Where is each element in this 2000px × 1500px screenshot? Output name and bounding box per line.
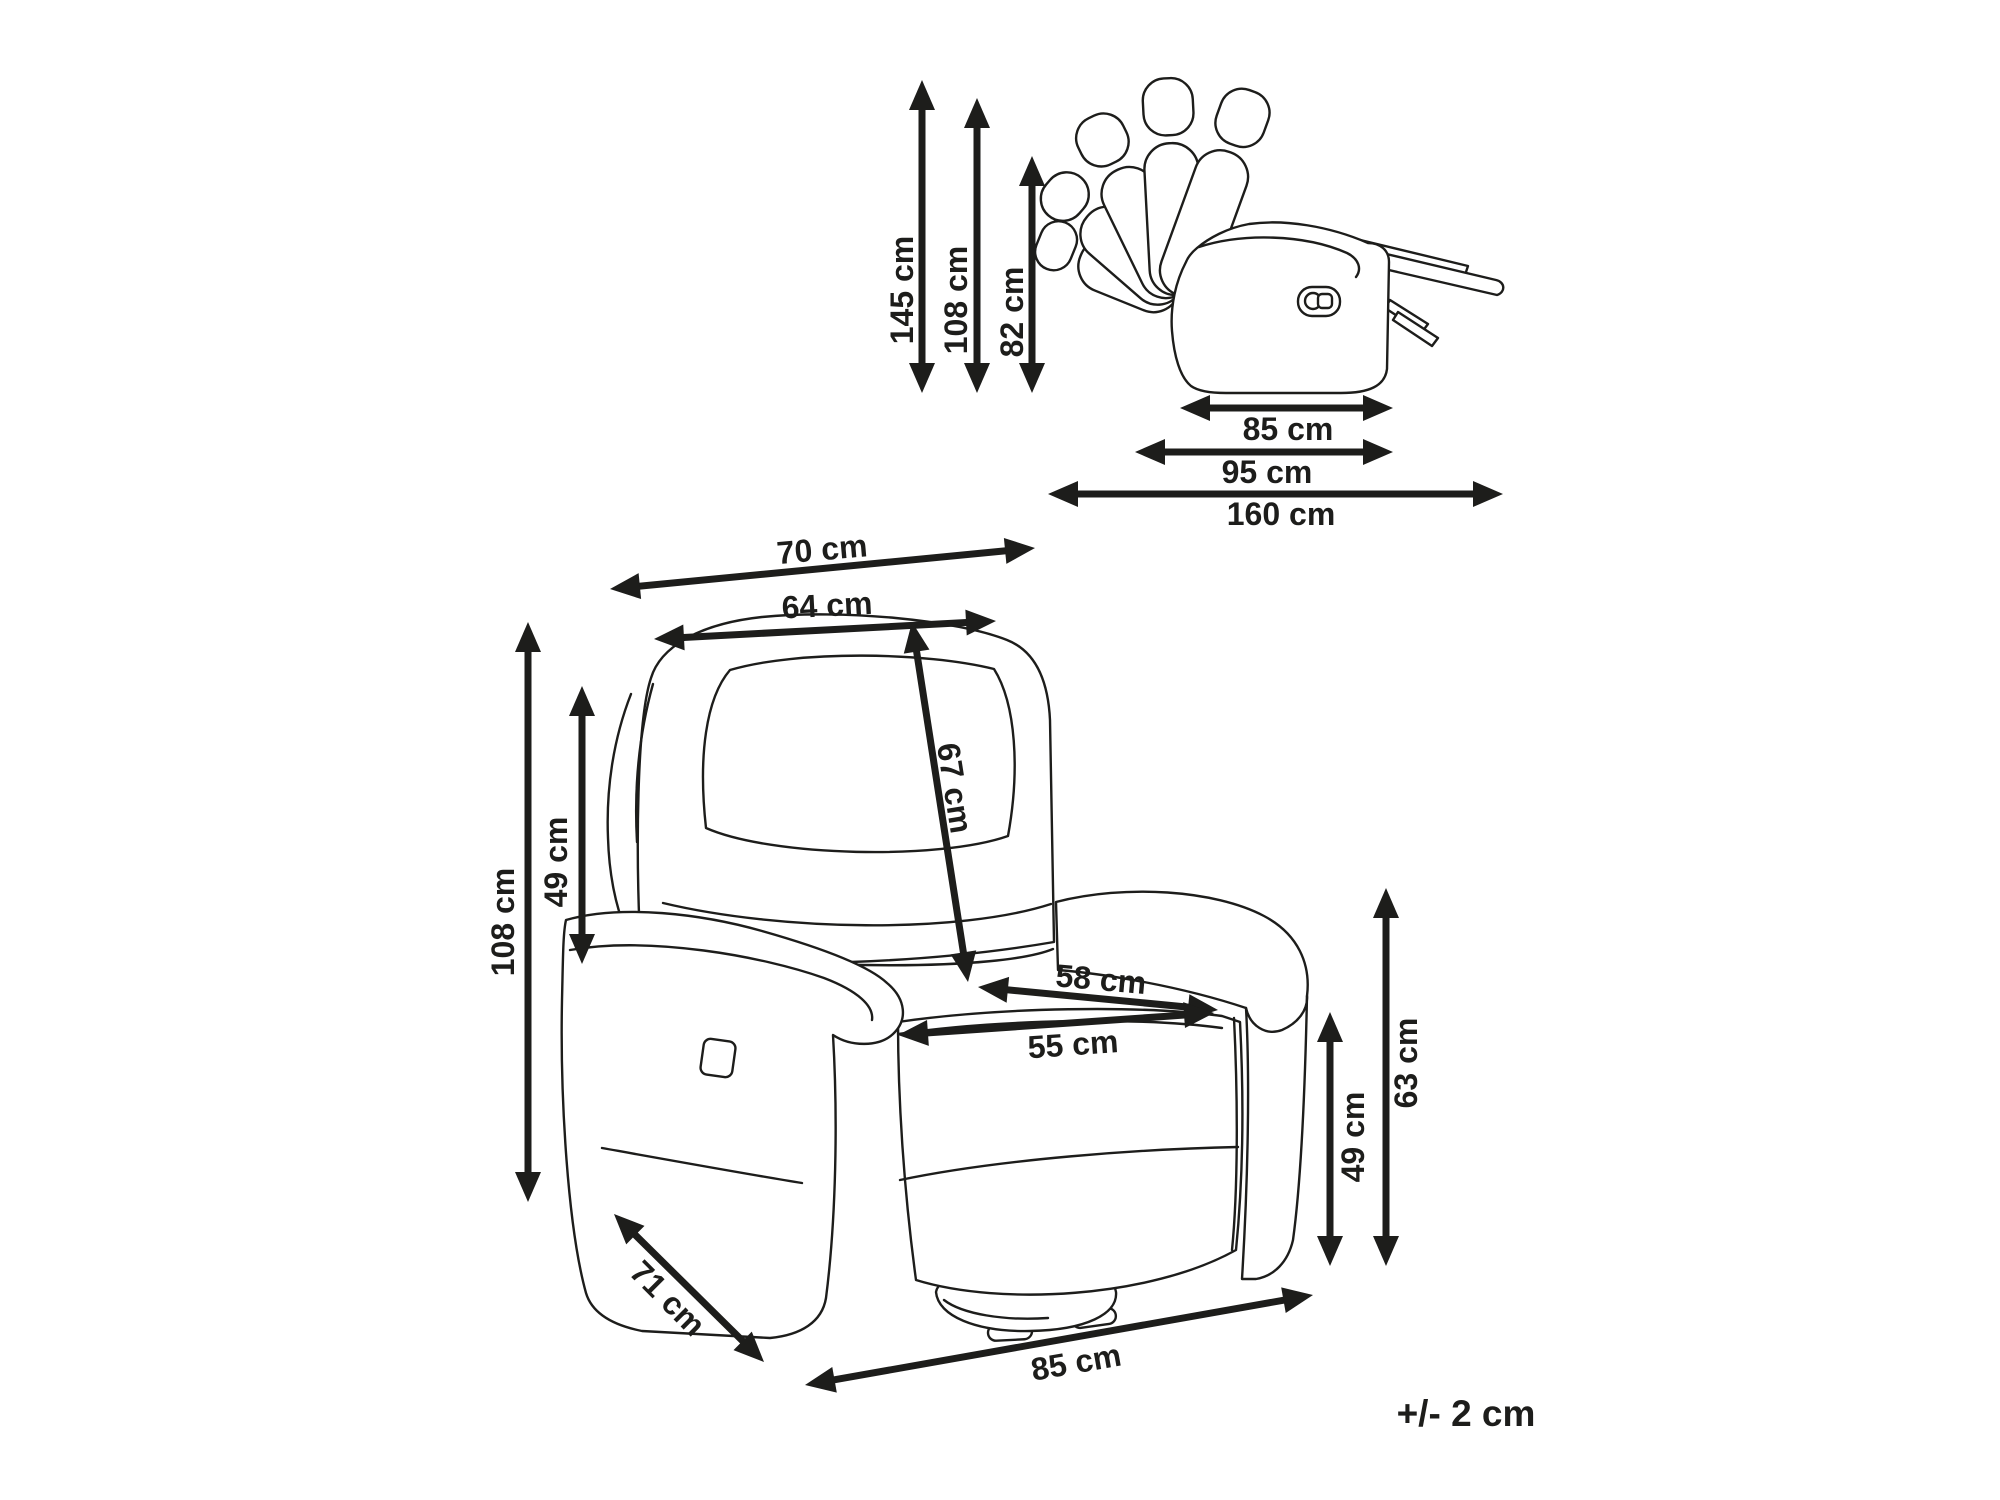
dimension-label-seat-width: 55 cm (1027, 1023, 1120, 1065)
dimension-depth-with-footrest: 95 cm (1135, 439, 1393, 490)
dimension-label-body-depth: 85 cm (1243, 411, 1334, 447)
dimension-shaft (632, 546, 1013, 591)
seat-front-panel (896, 1007, 1244, 1296)
dimension-label-upright-height: 108 cm (938, 246, 974, 355)
dimension-arrowhead (965, 609, 996, 636)
dimension-arrowhead (1317, 1012, 1343, 1042)
left-wing-inner (634, 682, 655, 844)
dimension-arrowhead (1003, 537, 1035, 564)
dimension-label-overall-height: 108 cm (485, 868, 521, 977)
dimension-label-backrest-width: 64 cm (781, 585, 873, 626)
dimension-arrowhead (805, 1366, 837, 1393)
left-side-panel-seam (600, 1146, 804, 1185)
right-armrest (1054, 890, 1309, 1281)
dimension-arrowhead (1019, 363, 1045, 393)
dimension-label-seat-height: 49 cm (1335, 1092, 1371, 1183)
dimension-arrowhead (909, 363, 935, 393)
dimension-base-width: 85 cm (805, 1287, 1313, 1393)
dimension-seat-depth: 58 cm (978, 957, 1218, 1021)
dimension-arrowhead (1183, 1002, 1214, 1029)
side-control-panel (699, 1037, 737, 1079)
right-arm-roll-seam (1244, 994, 1309, 1033)
dimension-arrowhead (1473, 481, 1503, 507)
dimension-reclined-length: 160 cm (1048, 481, 1503, 532)
dimension-shaft (912, 643, 968, 961)
headrest-seam (701, 654, 1016, 854)
dimension-arrowhead (1373, 888, 1399, 918)
front-view-drawing (560, 613, 1309, 1342)
dimension-arrowhead (1363, 395, 1393, 421)
dimension-seat-height: 49 cm (1317, 1012, 1371, 1266)
dimension-arrowhead (733, 1331, 764, 1362)
side-body (1170, 221, 1391, 395)
dimension-shaft (627, 1227, 751, 1349)
right-arm-front-seam (1230, 1016, 1238, 1252)
dimension-body-depth: 85 cm (1180, 395, 1393, 447)
side-body-seam (1197, 236, 1361, 279)
dimension-overall-height: 108 cm (485, 622, 541, 1202)
dimension-arrowhead (569, 934, 595, 964)
dimension-arrowhead (1317, 1236, 1343, 1266)
dimension-backrest-side-height: 49 cm (538, 686, 595, 964)
dimension-label-reclined-height: 82 cm (994, 267, 1030, 358)
dimension-shaft (1000, 985, 1196, 1012)
dimension-label-armrest-height: 63 cm (1388, 1018, 1424, 1109)
dimension-arrowhead (903, 622, 930, 654)
dimension-backrest-width: 64 cm (654, 585, 996, 651)
dimension-arrowhead (1373, 1236, 1399, 1266)
dimension-arrowhead (1019, 156, 1045, 186)
dimension-arrowhead (950, 950, 977, 982)
dimension-overall-width: 70 cm (610, 527, 1035, 600)
dimension-shaft (826, 1295, 1292, 1385)
dimension-total-height: 145 cm (884, 80, 935, 393)
dimension-annotations: 145 cm 108 cm 82 cm 85 cm 95 cm 160 cm 70 cm 64… (485, 80, 1503, 1393)
dimension-shaft (676, 618, 974, 642)
dimension-upright-height: 108 cm (938, 98, 990, 393)
dimension-arrowhead (569, 686, 595, 716)
left-wing-outer (606, 692, 633, 930)
dimension-arrowhead (654, 624, 685, 651)
dimension-reclined-height: 82 cm (994, 156, 1045, 393)
lever-handle (1316, 292, 1334, 310)
dimension-arrowhead (978, 976, 1010, 1003)
dimension-arrowhead (1281, 1287, 1313, 1314)
dimension-arrowhead (1363, 439, 1393, 465)
side-view-drawing (1033, 76, 1505, 395)
dimension-label-backrest-side-height: 49 cm (538, 817, 574, 908)
dimension-arrowhead (515, 622, 541, 652)
dimension-arrowhead (1180, 395, 1210, 421)
left-armrest (560, 910, 905, 1340)
left-arm-pad-seam (568, 944, 874, 1022)
dimension-label-seat-depth: 58 cm (1054, 957, 1148, 1001)
dimension-armrest-height: 63 cm (1373, 888, 1424, 1266)
dimension-arrowhead (909, 80, 935, 110)
dimension-arrowhead (614, 1214, 645, 1245)
dimension-seat-width: 55 cm (898, 1002, 1214, 1065)
base-disc-rim (942, 1298, 1050, 1320)
footrest-link-bar (1391, 310, 1440, 348)
dimension-label-depth-with-footrest: 95 cm (1222, 454, 1313, 490)
dimension-label-total-height: 145 cm (884, 236, 920, 345)
dimension-label-overall-width: 70 cm (775, 527, 869, 571)
dimension-arrowhead (1048, 481, 1078, 507)
dimension-arrowhead (1135, 439, 1165, 465)
recline-lever (1296, 285, 1342, 318)
dimension-arrowhead (964, 363, 990, 393)
dimension-shaft (920, 1011, 1192, 1037)
front-panel-seam (898, 1145, 1240, 1182)
backrest-mid-seam (661, 901, 1053, 927)
dimension-arrowhead (515, 1172, 541, 1202)
dimension-arrowhead (964, 98, 990, 128)
dimension-label-reclined-length: 160 cm (1227, 496, 1336, 532)
dimension-arrowhead (610, 573, 642, 600)
dimension-arrowhead (898, 1019, 929, 1046)
tolerance-note: +/- 2 cm (1397, 1393, 1536, 1434)
